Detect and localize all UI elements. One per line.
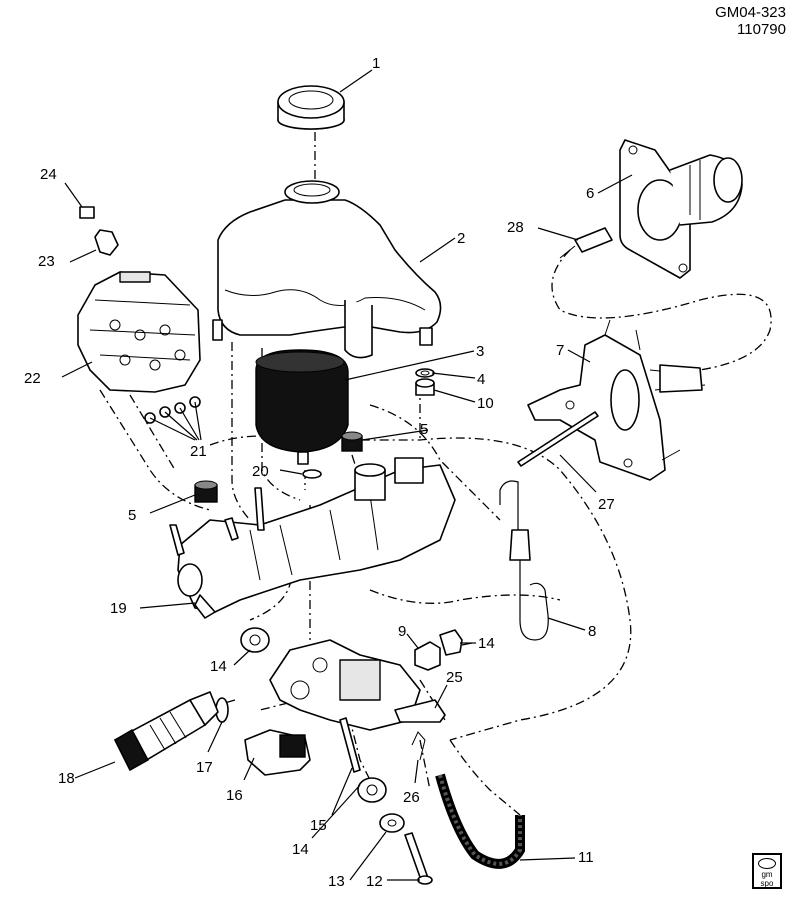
callout-5-left: 5	[128, 507, 136, 524]
logo-text: gm spo	[760, 870, 774, 888]
callout-28: 28	[507, 219, 524, 236]
callout-numbers: 1 2 3 4 5 5 6 7 8 9 10 11 12 13 14 14 14…	[24, 55, 615, 890]
hydraulic-modulator	[77, 271, 201, 393]
callout-24: 24	[40, 166, 57, 183]
proportioning-valve-body	[269, 639, 421, 731]
callout-3: 3	[476, 343, 484, 360]
brake-line	[499, 480, 549, 641]
diagram-number: 110790	[737, 21, 786, 38]
callout-25: 25	[446, 669, 463, 686]
callout-11: 11	[578, 849, 594, 866]
callout-19: 19	[110, 600, 127, 617]
fluid-reservoir	[212, 180, 442, 359]
callout-10: 10	[477, 395, 494, 412]
booster-bracket	[527, 319, 706, 481]
reservoir-cap	[277, 85, 345, 130]
diagram-code-header: GM04-323 110790	[715, 4, 786, 38]
callout-23: 23	[38, 253, 55, 270]
gm-spo-logo: gm spo	[752, 853, 782, 889]
callout-14-bottom: 14	[292, 841, 309, 858]
valve-cap-bottom	[357, 777, 387, 803]
booster-mounting-plate	[619, 139, 743, 279]
accumulator	[255, 349, 349, 465]
mounting-bolt	[404, 832, 433, 885]
callout-18: 18	[58, 770, 75, 787]
o-ring	[302, 469, 322, 479]
valve-cap-right	[439, 629, 463, 656]
callout-9: 9	[398, 623, 406, 640]
check-valve	[414, 641, 441, 671]
callout-17: 17	[196, 759, 213, 776]
valve-cap-left	[240, 627, 270, 653]
bracket-nut	[79, 206, 95, 219]
mounting-bracket	[94, 229, 119, 256]
callout-6: 6	[586, 185, 594, 202]
callout-14-left: 14	[210, 658, 227, 675]
master-cylinder	[169, 457, 456, 619]
retaining-pin	[339, 717, 361, 773]
callout-16: 16	[226, 787, 243, 804]
washer	[379, 813, 405, 833]
modulator-bolts	[144, 396, 202, 441]
callout-2: 2	[457, 230, 465, 247]
grommet-right	[341, 431, 363, 452]
callout-7: 7	[556, 342, 564, 359]
callout-22: 22	[24, 370, 41, 387]
callout-20: 20	[252, 463, 269, 480]
callout-13: 13	[328, 873, 345, 890]
callout-21: 21	[190, 443, 207, 460]
callout-26: 26	[403, 789, 420, 806]
retaining-clip	[411, 731, 426, 761]
pressure-sensor	[114, 691, 219, 771]
callout-14-right: 14	[478, 635, 495, 652]
pressure-switch	[244, 729, 311, 776]
callout-5-right: 5	[420, 421, 428, 438]
callout-12: 12	[366, 873, 383, 890]
reservoir-hose	[435, 773, 525, 869]
callout-27: 27	[598, 496, 615, 513]
callout-15: 15	[310, 817, 327, 834]
hose-fitting	[394, 699, 446, 723]
sensor-connector	[559, 227, 613, 259]
push-rod	[517, 411, 599, 467]
callout-8: 8	[588, 623, 596, 640]
callout-1: 1	[372, 55, 380, 72]
diagram-code: GM04-323	[715, 4, 786, 21]
grommet-left	[194, 480, 218, 503]
callout-4: 4	[477, 371, 485, 388]
callout-leader-lines	[61, 69, 633, 881]
seal-ring	[415, 368, 435, 378]
fitting-nut	[415, 378, 435, 396]
